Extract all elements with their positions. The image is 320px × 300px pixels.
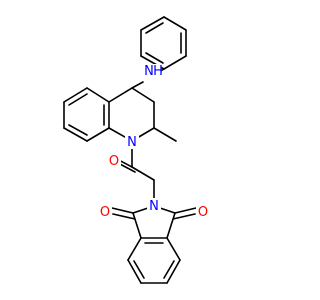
double-bond xyxy=(68,93,88,106)
bond xyxy=(163,55,187,70)
fused-benzene-ring xyxy=(63,87,110,142)
molecule-structure-diagram: N H N O N O O xyxy=(63,16,210,284)
bond xyxy=(108,87,133,103)
bond xyxy=(86,127,110,142)
bond xyxy=(63,87,88,103)
bond xyxy=(166,212,176,239)
ring-n-label: N xyxy=(127,135,137,150)
carbonyl-bond xyxy=(112,213,136,220)
double-bond xyxy=(145,22,164,34)
carbonyl-bond xyxy=(111,207,134,214)
bond xyxy=(131,166,155,181)
phenyl-ring xyxy=(140,16,187,70)
carbonyl-bond xyxy=(172,213,196,220)
imide-o-left-label: O xyxy=(100,205,110,220)
bond xyxy=(63,127,88,142)
imide-o-right-label: O xyxy=(198,205,208,220)
methyl-bond xyxy=(153,127,177,142)
bond xyxy=(131,87,155,103)
amine-h-label: H xyxy=(153,64,163,79)
bond xyxy=(86,87,110,103)
bond xyxy=(127,259,142,284)
bond xyxy=(163,16,187,31)
amine-n-label: N xyxy=(144,64,154,79)
bond xyxy=(127,237,142,261)
double-bond xyxy=(68,124,88,136)
carbonyl-o-label: O xyxy=(109,154,119,169)
acyl-chain xyxy=(114,140,155,207)
atom-labels: N H N O N O O xyxy=(98,64,210,220)
bond xyxy=(140,16,165,31)
double-bond xyxy=(133,260,145,279)
carbonyl-bond xyxy=(174,207,197,214)
bond xyxy=(166,259,181,284)
bond xyxy=(132,212,142,239)
bond xyxy=(166,237,181,261)
double-bond xyxy=(163,260,175,279)
phthalimide xyxy=(111,205,197,284)
double-bond xyxy=(145,52,164,64)
saturated-ring xyxy=(108,87,177,142)
bond xyxy=(131,81,144,89)
imide-n-label: N xyxy=(149,199,159,214)
